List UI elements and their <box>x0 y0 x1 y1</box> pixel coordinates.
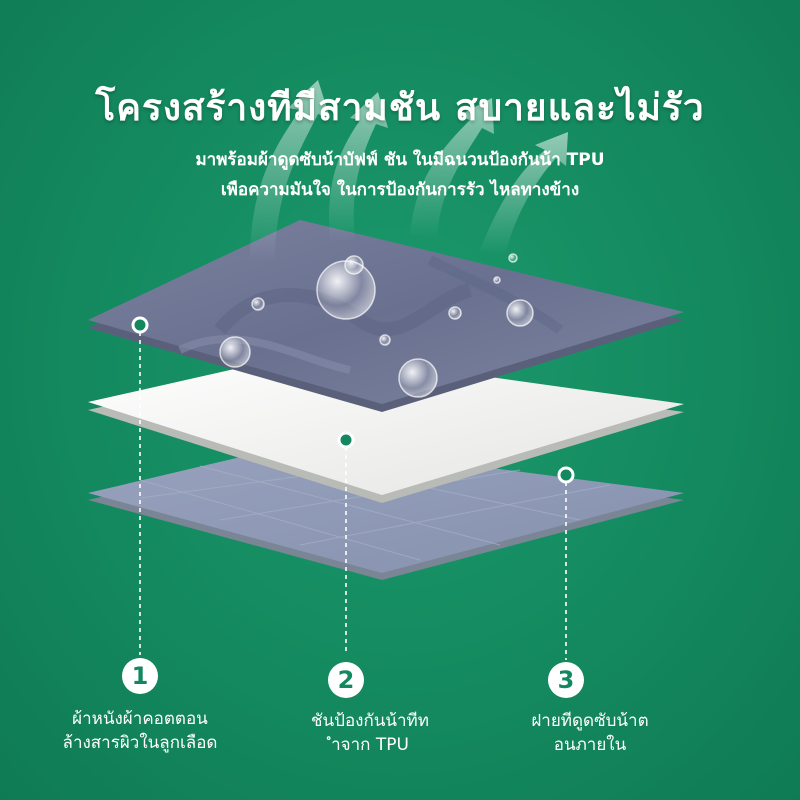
layer-label-3-line-2: อนภายใน <box>553 735 627 755</box>
vapor-arrow-icon <box>250 80 568 262</box>
layer-label-1-line-1: ผ้าหนังผ้าคอตตอน <box>72 709 208 729</box>
layer-label-1: ผ้าหนังผ้าคอตตอน ล้างสารผิวในลูกเลือด <box>20 707 260 755</box>
layer-label-2: ชันป้องกันน้าทีท ำจาก TPU <box>250 709 490 757</box>
layer-number-badge-2: 2 <box>328 662 364 698</box>
layer-label-3-line-1: ฝายทีดูดซับน้าต <box>531 711 649 731</box>
layer-label-2-line-2: ำจาก TPU <box>331 735 409 755</box>
connector-dot-icon <box>337 431 355 449</box>
connector-lines <box>139 332 567 660</box>
layer-label-2-line-1: ชันป้องกันน้าทีท <box>311 711 429 731</box>
connector-dot-icon <box>131 316 149 334</box>
layer-label-3: ฝายทีดูดซับน้าต อนภายใน <box>470 709 710 757</box>
layer-number-badge-3: 3 <box>548 662 584 698</box>
connector-dot-icon <box>557 466 575 484</box>
subtitle-line-1: มาพร้อมผ้าดูดซับน้าบัฟฟ์ ชัน ในมีฉนวนป้อ… <box>195 150 605 170</box>
water-droplet-icon <box>219 253 534 398</box>
subtitle-line-2: เพือความมันใจ ในการป้องกันการรัว ไหลทางข… <box>220 180 580 200</box>
middle-layer-tpu <box>88 352 684 503</box>
layer-number-badge-1: 1 <box>122 658 158 694</box>
layer-label-1-line-2: ล้างสารผิวในลูกเลือด <box>62 733 218 753</box>
page-title: โครงสร้างทีมีสามชัน สบายและไม่รัว <box>95 86 705 129</box>
